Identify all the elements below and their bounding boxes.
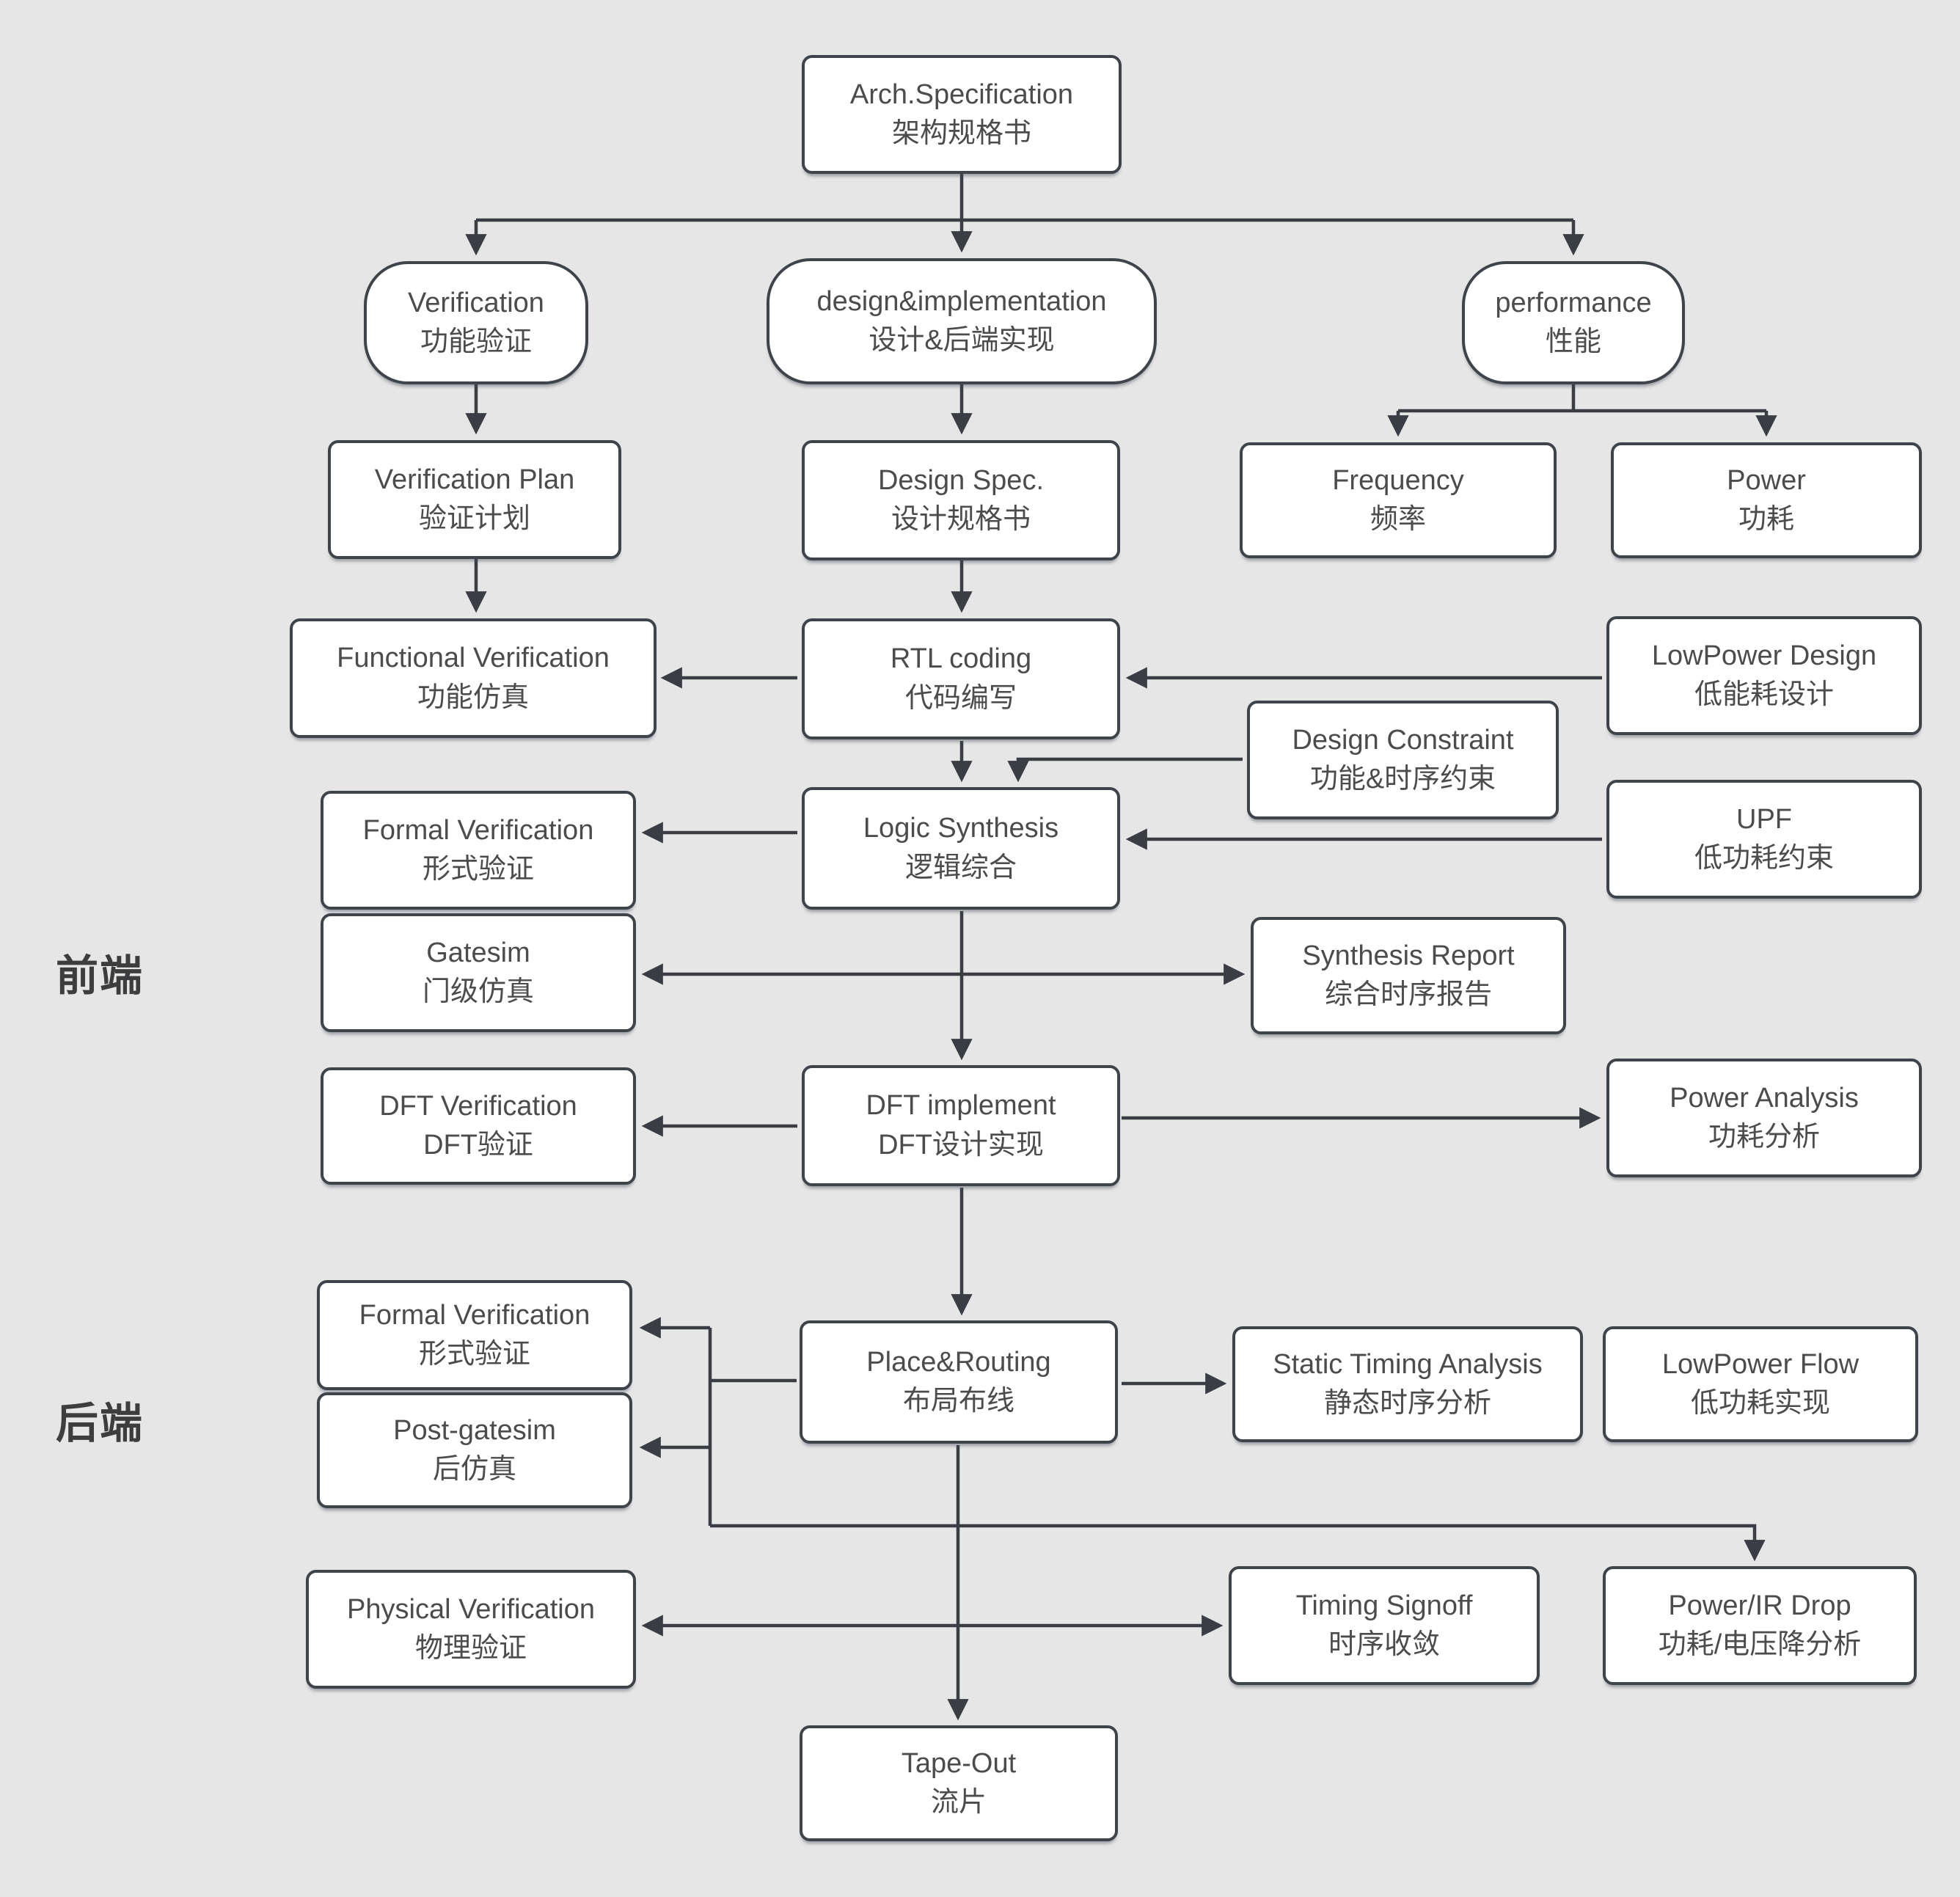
node-label-en: Arch.Specification [849, 78, 1074, 110]
node-label-en: design&implementation [816, 285, 1107, 317]
node-label-en: Verification [408, 287, 544, 318]
node-label-zh: 性能 [1545, 326, 1601, 357]
node-label-en: DFT Verification [379, 1090, 577, 1122]
node-arch-specification: Arch.Specification 架构规格书 [802, 55, 1122, 174]
node-verification: Verification 功能验证 [364, 261, 588, 384]
node-label-en: Formal Verification [362, 814, 594, 846]
node-label-zh: 架构规格书 [891, 118, 1031, 149]
node-label-en: Timing Signoff [1295, 1590, 1473, 1621]
node-label-en: Design Spec. [877, 464, 1044, 496]
node-lowpower-flow: LowPower Flow 低功耗实现 [1603, 1326, 1918, 1442]
node-label-zh: 频率 [1370, 504, 1426, 535]
node-label-zh: 验证计划 [418, 503, 530, 534]
node-label-en: Static Timing Analysis [1273, 1348, 1543, 1380]
node-label-en: Post-gatesim [393, 1414, 556, 1446]
node-label-zh: 布局布线 [902, 1386, 1014, 1417]
node-static-timing-analysis: Static Timing Analysis 静态时序分析 [1232, 1326, 1583, 1442]
node-label-zh: 物理验证 [414, 1633, 527, 1664]
node-design-constraint: Design Constraint 功能&时序约束 [1247, 701, 1559, 819]
node-label-zh: 后仿真 [432, 1454, 516, 1485]
node-formal-verification-backend: Formal Verification 形式验证 [317, 1280, 632, 1390]
node-label-zh: 功耗 [1738, 504, 1794, 535]
node-label-zh: 时序收敛 [1328, 1629, 1440, 1660]
node-label-zh: 功能&时序约束 [1309, 764, 1496, 794]
node-power-ir-drop: Power/IR Drop 功耗/电压降分析 [1603, 1566, 1917, 1685]
node-label-zh: 功能仿真 [417, 681, 529, 713]
node-gatesim: Gatesim 门级仿真 [321, 913, 636, 1032]
node-frequency: Frequency 频率 [1240, 442, 1557, 558]
node-timing-signoff: Timing Signoff 时序收敛 [1229, 1566, 1540, 1685]
node-label-en: DFT implement [866, 1090, 1056, 1121]
node-design-spec: Design Spec. 设计规格书 [802, 440, 1120, 560]
node-label-zh: DFT设计实现 [878, 1129, 1044, 1161]
node-post-gatesim: Post-gatesim 后仿真 [317, 1392, 632, 1508]
node-label-en: Verification Plan [374, 464, 575, 495]
node-label-en: LowPower Design [1651, 640, 1877, 671]
node-label-zh: 功耗分析 [1708, 1122, 1820, 1152]
node-label-zh: 低能耗设计 [1694, 679, 1834, 710]
node-label-en: Power/IR Drop [1668, 1590, 1851, 1621]
node-label-en: Place&Routing [866, 1346, 1051, 1378]
node-label-en: RTL coding [890, 643, 1032, 674]
node-label-zh: DFT验证 [423, 1130, 533, 1161]
node-verification-plan: Verification Plan 验证计划 [328, 440, 621, 559]
node-label-zh: 功能验证 [420, 326, 532, 357]
node-dft-verification: DFT Verification DFT验证 [321, 1067, 636, 1185]
edge-junction-to-powerirdrop [710, 1524, 1766, 1562]
node-performance: performance 性能 [1462, 261, 1685, 384]
node-formal-verification-frontend: Formal Verification 形式验证 [321, 791, 636, 910]
node-label-zh: 设计&后端实现 [869, 325, 1055, 356]
node-design-implementation: design&implementation 设计&后端实现 [767, 258, 1157, 384]
node-label-zh: 形式验证 [418, 1339, 530, 1370]
node-label-zh: 形式验证 [422, 854, 534, 885]
node-label-en: Physical Verification [347, 1593, 595, 1625]
node-rtl-coding: RTL coding 代码编写 [802, 618, 1120, 739]
section-label-backend: 后端 [56, 1400, 145, 1447]
node-label-zh: 门级仿真 [422, 976, 534, 1007]
node-label-zh: 代码编写 [904, 682, 1017, 714]
node-label-zh: 低功耗实现 [1690, 1388, 1830, 1419]
node-upf: UPF 低功耗约束 [1606, 780, 1922, 899]
node-label-zh: 流片 [930, 1787, 987, 1818]
node-label-zh: 逻辑综合 [904, 852, 1017, 883]
node-label-zh: 综合时序报告 [1324, 979, 1492, 1010]
node-label-zh: 静态时序分析 [1323, 1388, 1491, 1419]
node-physical-verification: Physical Verification 物理验证 [306, 1570, 636, 1689]
node-functional-verification: Functional Verification 功能仿真 [290, 618, 657, 738]
node-label-en: Power Analysis [1670, 1082, 1859, 1114]
node-label-zh: 设计规格书 [891, 504, 1031, 535]
node-label-zh: 低功耗约束 [1694, 843, 1834, 874]
node-label-en: Formal Verification [359, 1299, 590, 1331]
node-label-en: Gatesim [426, 937, 530, 968]
node-label-zh: 功耗/电压降分析 [1658, 1629, 1862, 1660]
node-label-en: LowPower Flow [1661, 1348, 1860, 1380]
edge-constraint-to-synthesis [1007, 757, 1243, 783]
node-label-en: Frequency [1332, 464, 1464, 496]
node-power-analysis: Power Analysis 功耗分析 [1606, 1059, 1922, 1177]
node-label-en: UPF [1736, 803, 1792, 835]
node-label-en: Logic Synthesis [863, 813, 1059, 844]
section-label-frontend: 前端 [56, 952, 145, 1000]
node-label-en: Tape-Out [901, 1747, 1017, 1779]
node-label-en: Design Constraint [1292, 724, 1514, 756]
node-label-en: Power [1727, 464, 1806, 496]
node-label-en: Functional Verification [337, 643, 610, 673]
node-power: Power 功耗 [1611, 442, 1922, 558]
node-lowpower-design: LowPower Design 低能耗设计 [1606, 616, 1922, 735]
node-logic-synthesis: Logic Synthesis 逻辑综合 [802, 787, 1120, 910]
node-tape-out: Tape-Out 流片 [800, 1725, 1118, 1841]
node-label-en: Synthesis Report [1302, 940, 1515, 971]
node-label-en: performance [1495, 287, 1652, 318]
node-place-routing: Place&Routing 布局布线 [800, 1320, 1118, 1444]
node-synthesis-report: Synthesis Report 综合时序报告 [1251, 917, 1566, 1034]
node-dft-implement: DFT implement DFT设计实现 [802, 1065, 1120, 1186]
